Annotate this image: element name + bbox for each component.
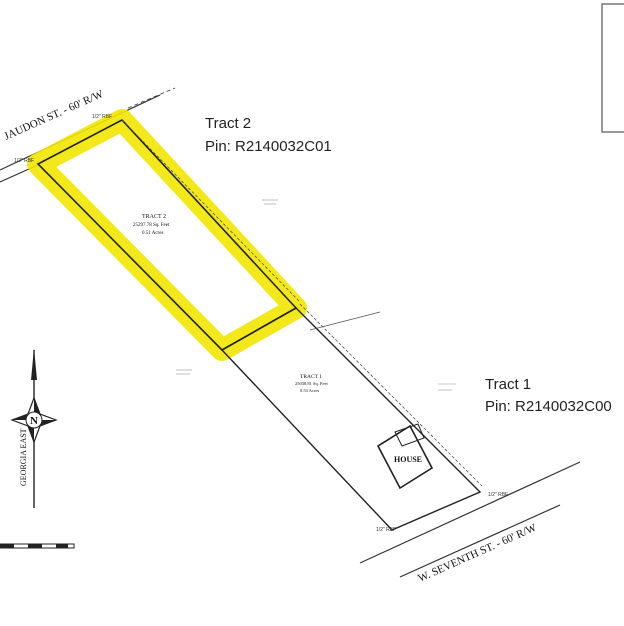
tract-2-pin: Pin: R2140032C01 bbox=[205, 138, 332, 155]
tract-2-plat-area: 25297.78 Sq. Feet bbox=[133, 223, 170, 228]
tract-1-plat-label: TRACT 1 bbox=[300, 374, 322, 380]
map-frame bbox=[601, 3, 624, 133]
house-footprint: HOUSE bbox=[376, 423, 434, 490]
tract-1-title: Tract 1 bbox=[485, 376, 532, 393]
house-label: HOUSE bbox=[394, 455, 422, 464]
iron-rod-marker-west: 1/2" RBF bbox=[14, 158, 34, 164]
tract-2-plat-acres: 0.51 Acres bbox=[142, 231, 163, 236]
north-arrow: N GEORGIA EAST bbox=[10, 348, 58, 508]
georgia-east-label: GEORGIA EAST bbox=[19, 428, 28, 486]
survey-annotations bbox=[176, 199, 456, 391]
north-letter: N bbox=[30, 415, 38, 427]
tract-1-boundary bbox=[220, 307, 482, 531]
seventh-street bbox=[359, 461, 581, 578]
tract-2-plat-label: TRACT 2 bbox=[142, 214, 166, 220]
tract-2-title: Tract 2 bbox=[205, 115, 252, 132]
iron-rod-marker-east: 1/2" RBF bbox=[488, 492, 508, 498]
tract-1-plat-area: 25038.81 Sq. Feet bbox=[295, 381, 329, 386]
iron-rod-marker-north: 1/2" RBF bbox=[92, 114, 112, 120]
seventh-street-label: W. SEVENTH ST. - 60' R/W bbox=[416, 521, 539, 584]
iron-rod-marker-south: 1/2" RBF bbox=[376, 527, 396, 533]
scale-bar bbox=[0, 543, 75, 549]
tract-1-pin: Pin: R2140032C00 bbox=[485, 398, 612, 415]
tract-1-plat-acres: 0.53 Acres bbox=[300, 388, 319, 393]
